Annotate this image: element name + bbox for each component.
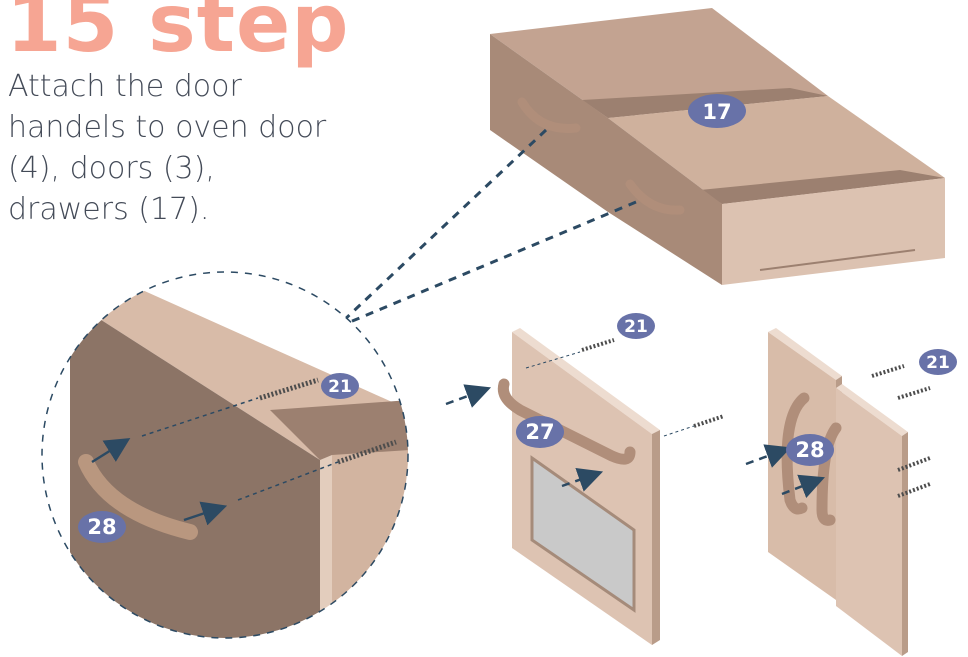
screw-part-label-oven: 21	[617, 313, 655, 339]
handle-part-number-zoom: 28	[87, 515, 116, 539]
screw-part-number-zoom: 21	[328, 377, 352, 397]
oven-handle-part-label: 27	[516, 416, 564, 448]
drawers-illustration	[490, 8, 945, 285]
screw-part-number-oven: 21	[624, 317, 648, 337]
screw-part-number-doors: 21	[926, 353, 950, 373]
screw-part-label-zoom: 21	[321, 373, 359, 399]
handle-part-label-zoom: 28	[78, 511, 126, 543]
drawer-part-label: 17	[688, 94, 746, 128]
zoom-detail	[40, 270, 410, 640]
oven-door-illustration	[503, 328, 724, 645]
drawer-part-number: 17	[702, 100, 731, 124]
door-handles-part-number: 28	[795, 438, 824, 462]
double-doors-illustration	[768, 328, 930, 656]
screw-part-label-doors: 21	[919, 349, 957, 375]
door-handles-part-label: 28	[786, 434, 834, 466]
oven-handle-part-number: 27	[525, 420, 554, 444]
